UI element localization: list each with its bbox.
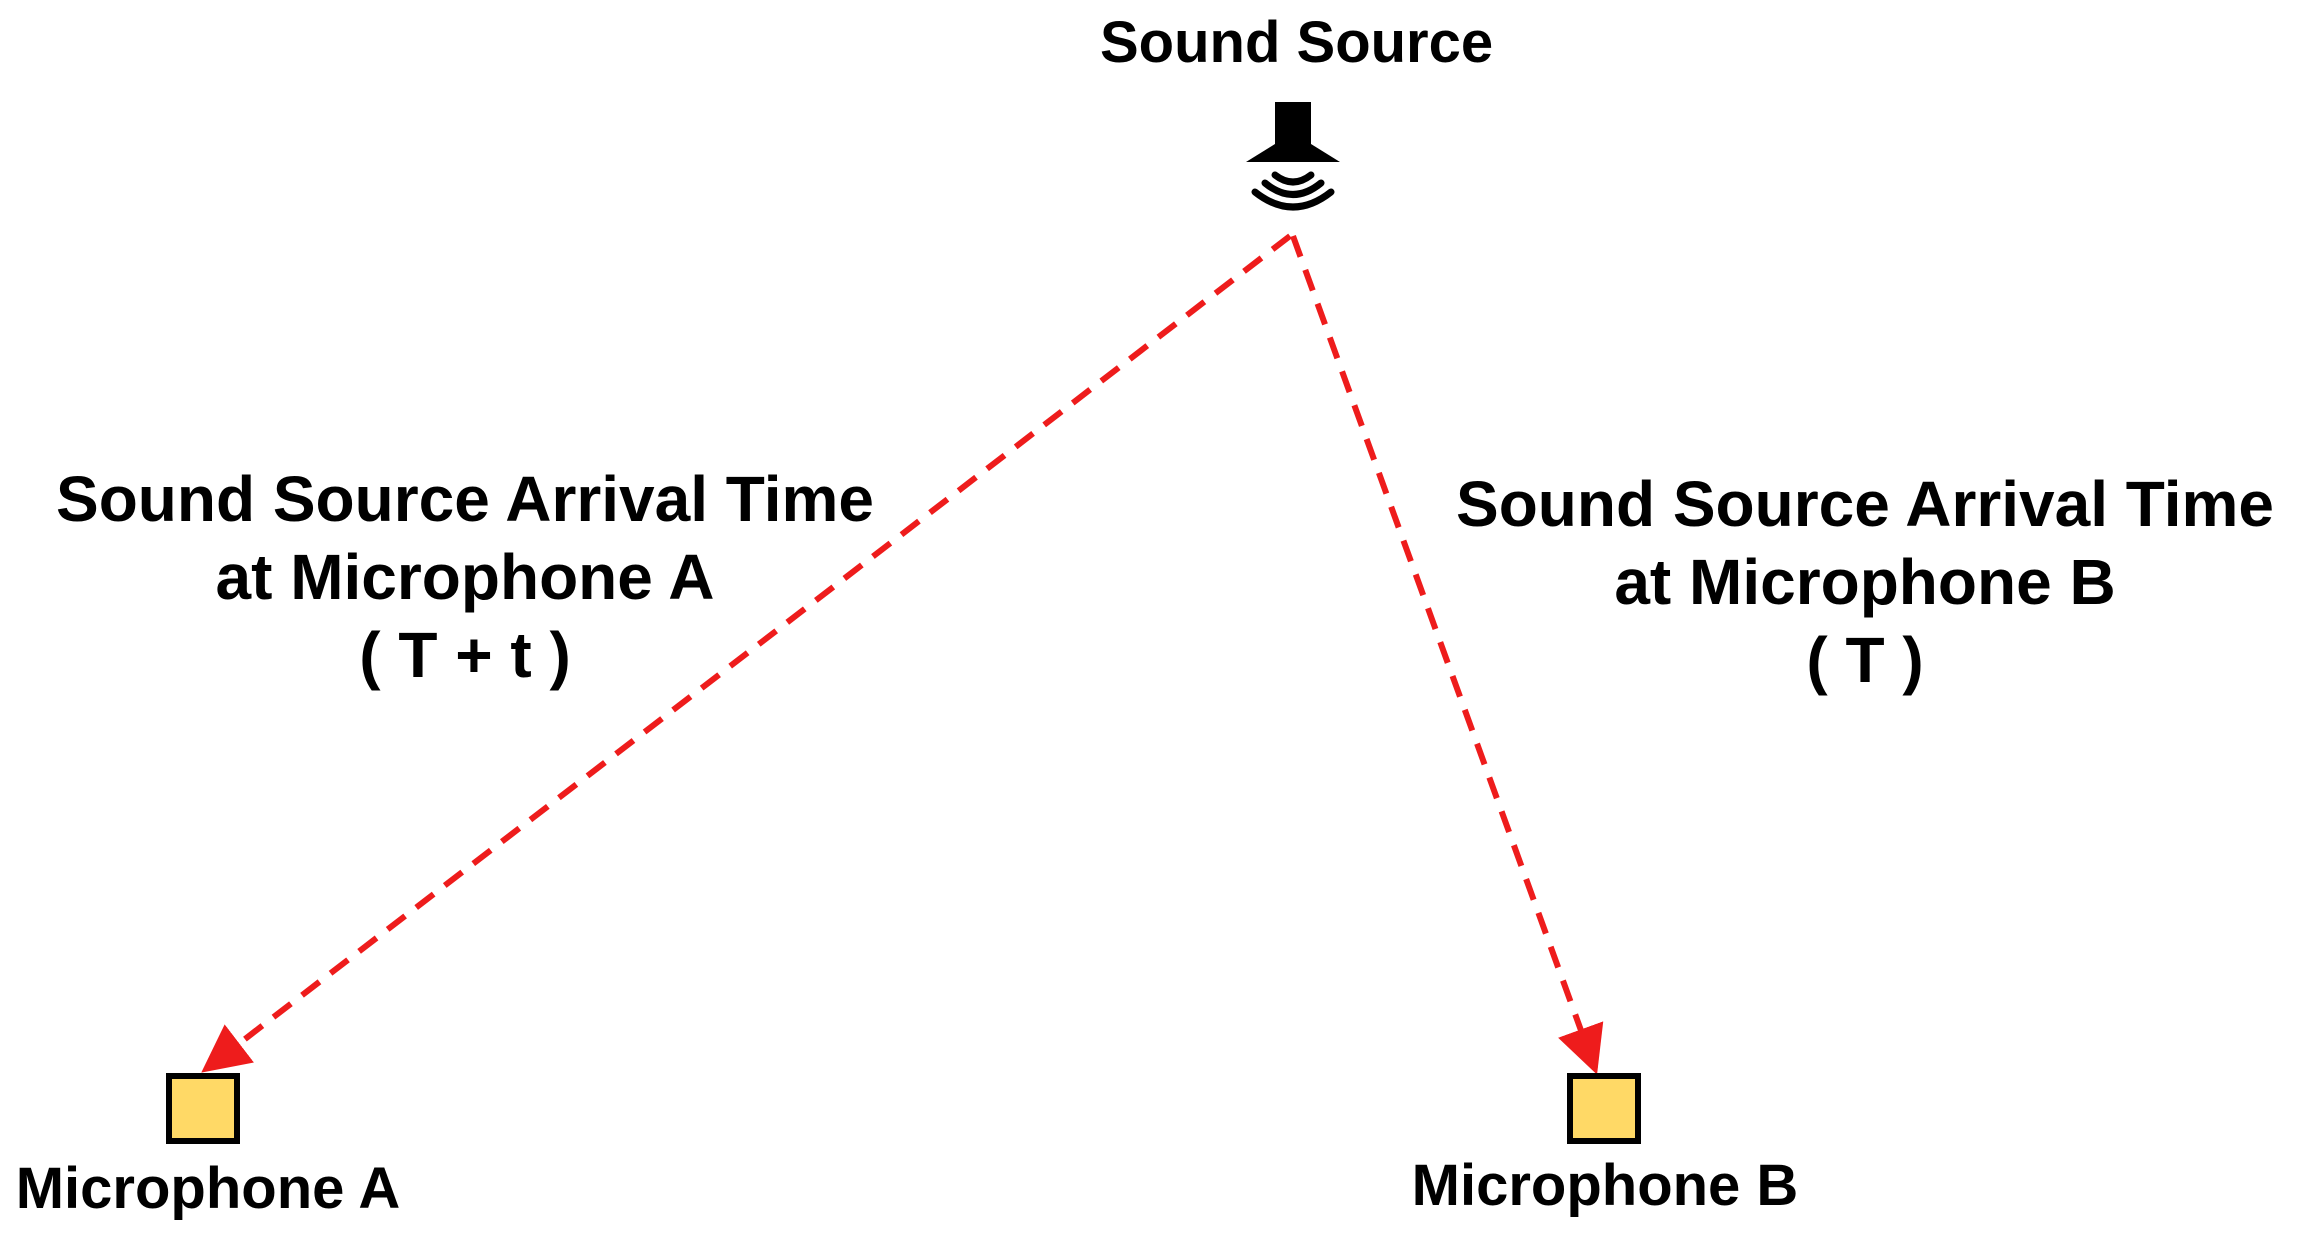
arrival-b-line2: at Microphone B: [1614, 546, 2116, 618]
microphone-b-label: Microphone B: [1411, 1153, 1799, 1218]
microphone-a-label: Microphone A: [15, 1156, 401, 1221]
arrival-b-line1: Sound Source Arrival Time: [1456, 468, 2274, 540]
sound-path-to-microphone-b: [1290, 234, 1604, 1075]
arrival-time-label-a: Sound Source Arrival Time at Microphone …: [35, 460, 895, 694]
speaker-icon: [1246, 102, 1340, 211]
sound-source-label: Sound Source: [1100, 10, 1494, 75]
microphone-b-icon: [1567, 1073, 1641, 1144]
arrival-time-label-b: Sound Source Arrival Time at Microphone …: [1435, 465, 2295, 699]
arrival-a-line1: Sound Source Arrival Time: [56, 463, 874, 535]
arrival-a-line2: at Microphone A: [215, 541, 715, 613]
arrival-a-time: ( T + t ): [359, 619, 571, 691]
sound-path-to-microphone-a: [201, 233, 1292, 1073]
microphone-a-icon: [166, 1073, 240, 1144]
arrival-b-time: ( T ): [1806, 624, 1924, 696]
